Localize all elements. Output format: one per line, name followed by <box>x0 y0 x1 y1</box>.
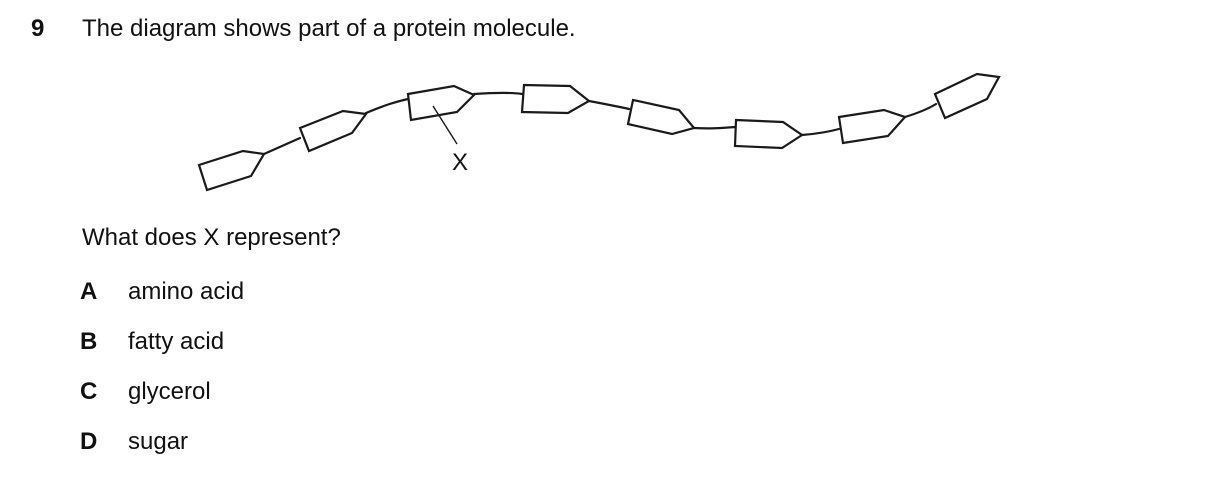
amino-acid-unit <box>626 98 696 136</box>
question-number: 9 <box>31 15 45 42</box>
option-letter: B <box>80 328 98 355</box>
peptide-chain <box>262 91 938 156</box>
amino-acid-unit <box>733 118 804 150</box>
option-letter: C <box>80 378 98 405</box>
label-pointer-line <box>432 105 458 145</box>
option-text: glycerol <box>128 378 211 405</box>
amino-acid-unit <box>298 109 368 153</box>
option-text: fatty acid <box>128 328 225 355</box>
amino-acid-unit <box>197 149 266 192</box>
option-c[interactable]: C glycerol <box>80 378 244 428</box>
option-text: sugar <box>128 428 189 455</box>
amino-acid-unit <box>406 84 476 122</box>
option-text: amino acid <box>128 278 245 305</box>
label-x: X <box>452 149 468 176</box>
amino-acid-unit <box>933 72 1001 120</box>
option-letter: D <box>80 428 98 455</box>
answer-options: A amino acid B fatty acid C glycerol D s… <box>80 278 244 478</box>
option-letter: A <box>80 278 98 305</box>
option-d[interactable]: D sugar <box>80 428 244 478</box>
amino-acid-unit <box>520 83 591 115</box>
question-stem: The diagram shows part of a protein mole… <box>82 15 576 42</box>
option-a[interactable]: A amino acid <box>80 278 244 328</box>
question-prompt: What does X represent? <box>82 224 341 251</box>
amino-acid-unit <box>837 108 907 145</box>
option-b[interactable]: B fatty acid <box>80 328 244 378</box>
